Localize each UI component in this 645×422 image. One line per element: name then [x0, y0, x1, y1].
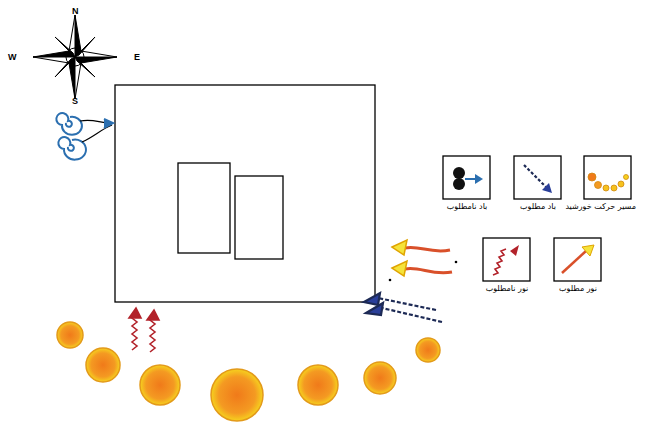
legend-label: نور مطلوب	[550, 284, 606, 293]
legend-symbol	[510, 155, 566, 201]
compass-letter: W	[8, 52, 17, 62]
legend-item: نور نامطلوب	[479, 237, 535, 293]
legend-label: مسیر حرکت خورشید	[580, 202, 636, 211]
compass-letter: E	[134, 52, 140, 62]
compass-letter: S	[72, 96, 78, 106]
legend-label: نور نامطلوب	[479, 284, 535, 293]
desired-wind-arrow	[364, 293, 442, 322]
desired-light-arrow	[389, 240, 458, 281]
legend-item: نور مطلوب	[550, 237, 606, 293]
legend-symbol	[550, 237, 606, 283]
compass-letter: N	[72, 6, 79, 16]
legend-symbol	[580, 155, 636, 201]
compass-rose	[33, 15, 117, 99]
legend-item: باد نامطلوب	[439, 155, 495, 211]
site-boundary	[115, 85, 375, 302]
building-block	[178, 163, 230, 253]
legend-symbol	[439, 155, 495, 201]
sun-path	[57, 322, 440, 421]
legend-item: باد مطلوب	[510, 155, 566, 211]
wind-swirl	[56, 113, 113, 160]
legend-symbol	[479, 237, 535, 283]
legend-item: مسیر حرکت خورشید	[580, 155, 636, 211]
legend-label: باد نامطلوب	[439, 202, 495, 211]
building-block	[235, 176, 283, 259]
undesired-light-arrow	[129, 308, 159, 352]
legend-label: باد مطلوب	[510, 202, 566, 211]
